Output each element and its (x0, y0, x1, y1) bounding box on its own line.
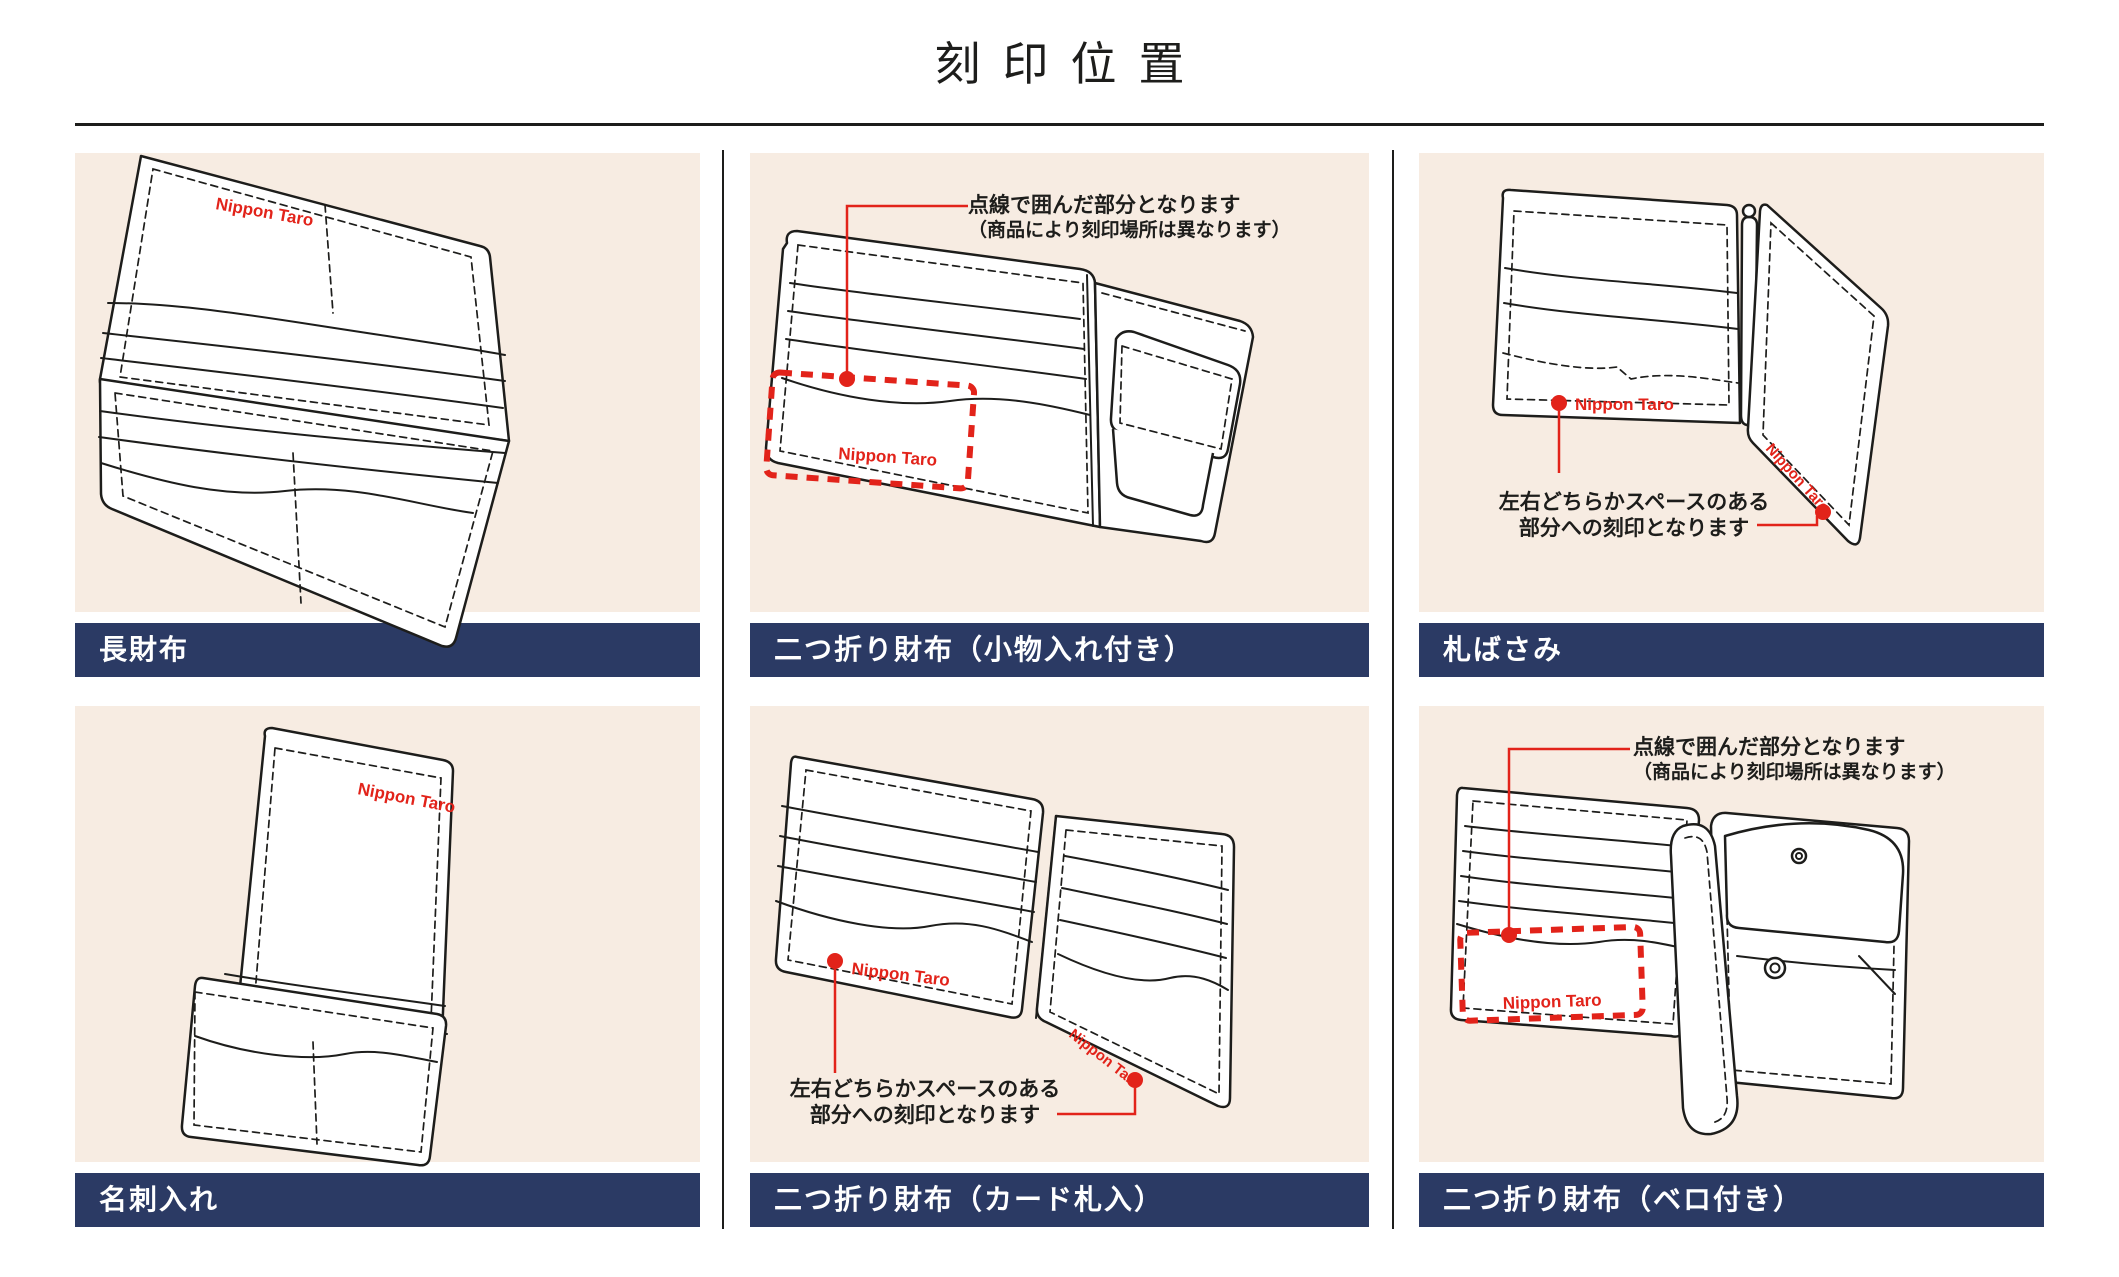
panel-label: 二つ折り財布（カード札入） (774, 1184, 1165, 1215)
long-wallet-illustration: Nippon Taro (98, 154, 511, 648)
panel-label-bar: 名刺入れ (75, 1173, 700, 1227)
annotation-line2: 部分への刻印となります (1518, 517, 1750, 541)
annotation-line1: 左右どちらかスペースのある (789, 1078, 1061, 1101)
panel-label: 二つ折り財布（小物入れ付き） (774, 634, 1195, 665)
panel-label: 札ばさみ (1443, 634, 1564, 665)
panel-bifold-tongue: 二つ折り財布（ベロ付き） Nippon T (1419, 706, 2044, 1277)
card-case-illustration: Nippon Taro (180, 726, 457, 1167)
title-underline (75, 123, 2044, 126)
annotation-line2: （商品により刻印場所は異なります） (968, 220, 1291, 242)
annotation-line1: 点線で囲んだ部分となります (1633, 736, 1906, 759)
page-title: 刻印位置 (934, 38, 1207, 90)
annotation-connector (1507, 747, 1630, 929)
engraving-point-marker (839, 371, 855, 387)
annotation-line1: 点線で囲んだ部分となります (968, 194, 1241, 217)
bifold-card-illustration: Nippon Taro Nippon Taro (774, 755, 1236, 1116)
engraving-area-box (1457, 923, 1646, 1024)
bifold-coin-illustration: Nippon Taro (763, 204, 1255, 544)
panel-label: 二つ折り財布（ベロ付き） (1443, 1184, 1804, 1215)
engraving-point-marker (1501, 927, 1517, 943)
panel-long-wallet: 長財布 Nippon Taro (75, 153, 700, 728)
annotation-connector-right (1057, 1088, 1137, 1116)
bifold-tongue-illustration: Nippon Taro (1449, 747, 1911, 1136)
engraving-point-marker-right (1127, 1072, 1143, 1088)
panel-label: 名刺入れ (99, 1184, 220, 1215)
panel-label-bar: 長財布 (75, 623, 700, 677)
annotation-dotted: 点線で囲んだ部分となります （商品により刻印場所は異なります） (968, 193, 1291, 243)
annotation-line2: 部分への刻印となります (809, 1104, 1041, 1128)
annotation-connector-right (1757, 516, 1819, 527)
panel-label-bar: 札ばさみ (1419, 623, 2044, 677)
panel-label: 長財布 (99, 634, 190, 665)
engraving-sample-text: Nippon Taro (1502, 991, 1601, 1013)
annotation-dotted: 点線で囲んだ部分となります （商品により刻印場所は異なります） (1633, 735, 1956, 785)
annotation-line2: （商品により刻印場所は異なります） (1633, 762, 1956, 784)
panel-bifold-coin: 二つ折り財布（小物入れ付き） Nippon Taro 点線で囲んだ部分となります (750, 153, 1369, 728)
engraving-area-box (763, 369, 978, 492)
panel-bifold-card: 二つ折り財布（カード札入） Nippon Taro Nippon Taro 左右… (750, 706, 1369, 1277)
panel-label-bar: 二つ折り財布（カード札入） (750, 1173, 1369, 1227)
panel-label-bar: 二つ折り財布（小物入れ付き） (750, 623, 1369, 677)
engraving-point-marker-left (827, 953, 843, 969)
annotation-side: 左右どちらかスペースのある 部分への刻印となります (1484, 490, 1784, 543)
panel-label-bar: 二つ折り財布（ベロ付き） (1419, 1173, 2044, 1227)
annotation-connector (845, 204, 968, 373)
engraving-point-marker-right (1815, 504, 1831, 520)
annotation-side: 左右どちらかスペースのある 部分への刻印となります (775, 1077, 1075, 1130)
engraving-point-marker-left (1551, 395, 1567, 411)
money-clip-illustration: Nippon Taro Nippon Taro (1491, 188, 1890, 546)
engraving-sample-text-left: Nippon Taro (1575, 395, 1674, 414)
column-divider-2 (1392, 150, 1394, 1229)
panel-card-case: 名刺入れ Nippon Taro (75, 706, 700, 1277)
column-divider-1 (722, 150, 724, 1229)
annotation-line1: 左右どちらかスペースのある (1498, 491, 1770, 514)
panel-money-clip: 札ばさみ Nippon Taro Nippon Taro 左右どちらかスペースの… (1419, 153, 2044, 728)
